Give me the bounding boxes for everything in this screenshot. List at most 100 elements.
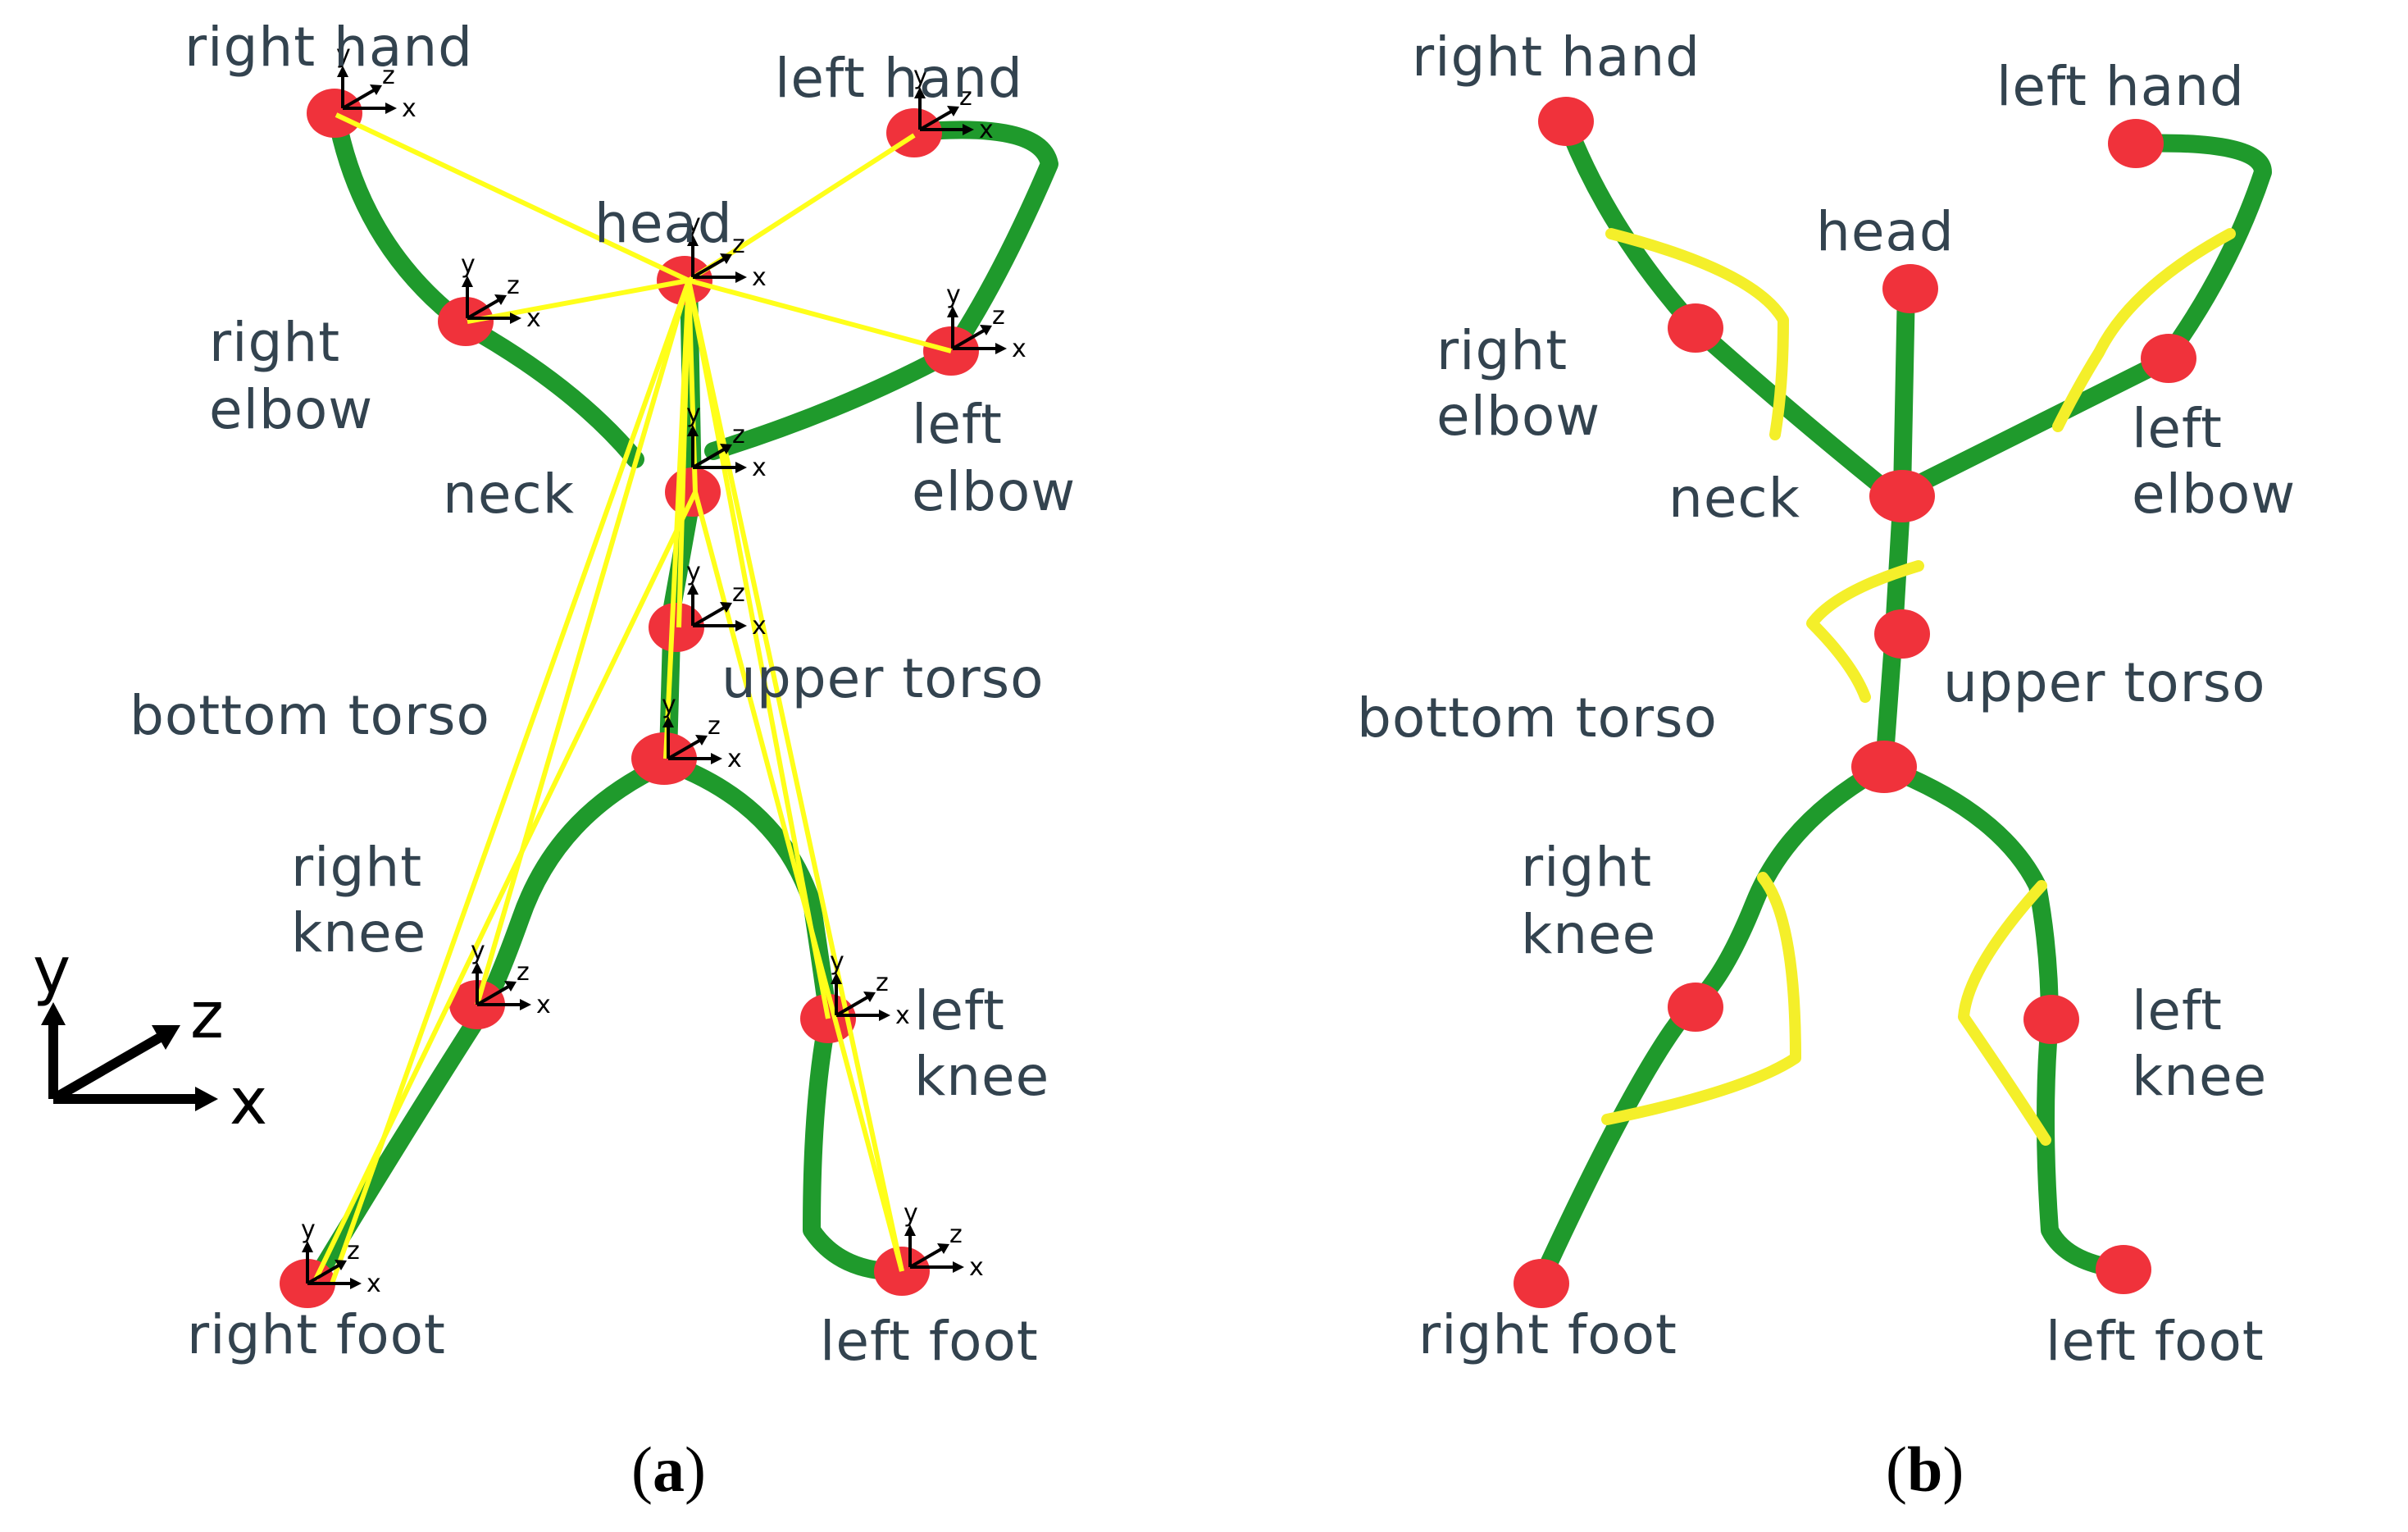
label-left-knee-line1-b: left <box>2132 979 2223 1042</box>
frame-y-arrowhead <box>302 1241 313 1252</box>
frame-z-label: z <box>876 969 889 997</box>
joint-right-elbow <box>438 297 494 346</box>
label-left-elbow-line1-b: left <box>2132 397 2223 460</box>
frame-y-label: y <box>904 1199 918 1228</box>
joint-neck-b <box>1869 470 1935 522</box>
frame-x-arrowhead <box>520 999 531 1010</box>
panel-a-caption: (a) <box>631 1434 706 1505</box>
frame-bottom-torso: yzx <box>662 691 742 773</box>
label-right-elbow-line2: elbow <box>209 378 373 441</box>
label-right-knee-line1: right <box>291 836 422 899</box>
caption-a-close: ) <box>685 1434 706 1505</box>
frame-y-arrowhead <box>462 276 473 287</box>
frame-x-arrowhead <box>953 1261 964 1273</box>
label-left-knee-line2: knee <box>914 1045 1049 1108</box>
frame-right-foot: yzx <box>301 1215 381 1298</box>
label-left-elbow-line2-b: elbow <box>2132 463 2296 526</box>
frame-z-axis <box>691 606 726 627</box>
panel-a: yzx yzx yzx yzx yzx yzx yzx yzx yzx yzx … <box>33 16 1075 1505</box>
global-z-axis <box>51 1033 162 1104</box>
frame-y-arrowhead <box>904 1224 916 1236</box>
bone-left-leg-b <box>1875 758 2133 1279</box>
joint-left-knee-b <box>2023 995 2079 1044</box>
connector-head-left-knee <box>686 280 831 1019</box>
panel-b-joints <box>1514 97 2196 1308</box>
bone-left-arm-b <box>1885 134 2272 505</box>
frame-z-label: z <box>959 83 972 112</box>
panel-b-curves <box>1601 228 2236 1146</box>
label-right-knee-line1-b: right <box>1521 836 1652 899</box>
label-left-hand: left hand <box>775 47 1023 110</box>
joint-left-elbow-b <box>2141 334 2196 383</box>
frame-z-axis <box>908 1247 943 1269</box>
bone-right-leg <box>307 754 677 1288</box>
global-y-arrowhead <box>41 1002 66 1025</box>
label-right-knee-line2-b: knee <box>1521 903 1656 966</box>
frame-z-arrowhead <box>695 735 708 745</box>
frame-x-label: x <box>752 454 767 482</box>
caption-b-open: ( <box>1886 1434 1907 1505</box>
frame-z-arrowhead <box>947 106 959 116</box>
frame-y-arrowhead <box>831 973 842 984</box>
connector-head-left-elbow <box>688 278 952 353</box>
frame-x-arrowhead <box>995 343 1007 354</box>
bone-spine-b <box>1875 278 1915 776</box>
label-left-elbow-line1: left <box>912 393 1003 456</box>
global-axes: y z x <box>33 934 267 1139</box>
frame-x-label: x <box>969 1253 984 1282</box>
frame-z-axis <box>341 89 376 110</box>
joint-right-knee-b <box>1668 983 1723 1032</box>
frame-z-arrowhead <box>504 981 517 992</box>
connector-neck-right-foot <box>313 490 698 1281</box>
caption-b-close: ) <box>1942 1434 1964 1505</box>
global-y-label: y <box>33 934 71 1008</box>
frame-z-arrowhead <box>335 1260 347 1270</box>
frame-y-label: y <box>686 399 701 428</box>
frame-y-label: y <box>471 937 485 965</box>
label-head-b: head <box>1816 200 1955 263</box>
bone-right-leg-b <box>1532 758 1893 1288</box>
label-right-foot-b: right foot <box>1418 1303 1677 1366</box>
bone-right-arm <box>327 106 644 468</box>
frame-x-arrowhead <box>735 620 747 631</box>
frame-y-arrowhead <box>914 87 926 98</box>
bone-right-arm-b <box>1557 112 1903 505</box>
frame-z-axis <box>951 329 986 350</box>
label-right-hand-b: right hand <box>1412 25 1700 89</box>
frame-y-label: y <box>686 209 701 238</box>
connector-head-bottom-torso <box>663 280 691 759</box>
joint-right-hand-b <box>1538 97 1594 146</box>
frame-y-label: y <box>946 280 961 309</box>
frame-x-arrowhead <box>350 1278 362 1289</box>
frame-x-label: x <box>752 612 767 641</box>
frame-x-label: x <box>727 745 742 773</box>
frame-y-label: y <box>336 40 351 69</box>
frame-neck: yzx <box>686 399 767 482</box>
frame-z-axis <box>667 739 701 760</box>
frame-z-label: z <box>382 62 395 90</box>
frame-right-elbow: y zx <box>461 250 541 333</box>
frame-z-label: z <box>507 271 520 300</box>
curve-left-leg <box>1958 880 2051 1146</box>
bone-left-arm <box>704 121 1058 460</box>
frame-x-arrowhead <box>711 753 722 764</box>
frame-left-elbow: y zx <box>946 280 1026 363</box>
frame-y-arrowhead <box>687 583 699 595</box>
panel-b: right hand left hand head right elbow le… <box>1357 25 2296 1505</box>
curve-torso <box>1806 560 1924 703</box>
frame-y-label: y <box>461 250 476 279</box>
label-neck: neck <box>443 463 575 526</box>
curve-right-leg <box>1601 872 1801 1125</box>
frame-z-label: z <box>992 302 1005 331</box>
frame-z-label: z <box>949 1220 963 1249</box>
label-left-knee-line2-b: knee <box>2132 1045 2267 1108</box>
label-right-elbow-line1-b: right <box>1436 319 1568 382</box>
label-left-foot: left foot <box>820 1310 1039 1373</box>
joint-upper-torso <box>649 603 704 652</box>
caption-a-letter: a <box>653 1434 685 1505</box>
frame-x-label: x <box>526 304 541 333</box>
label-bottom-torso: bottom torso <box>130 684 490 747</box>
curve-right-arm <box>1605 228 1789 440</box>
frame-x-label: x <box>1012 335 1026 363</box>
